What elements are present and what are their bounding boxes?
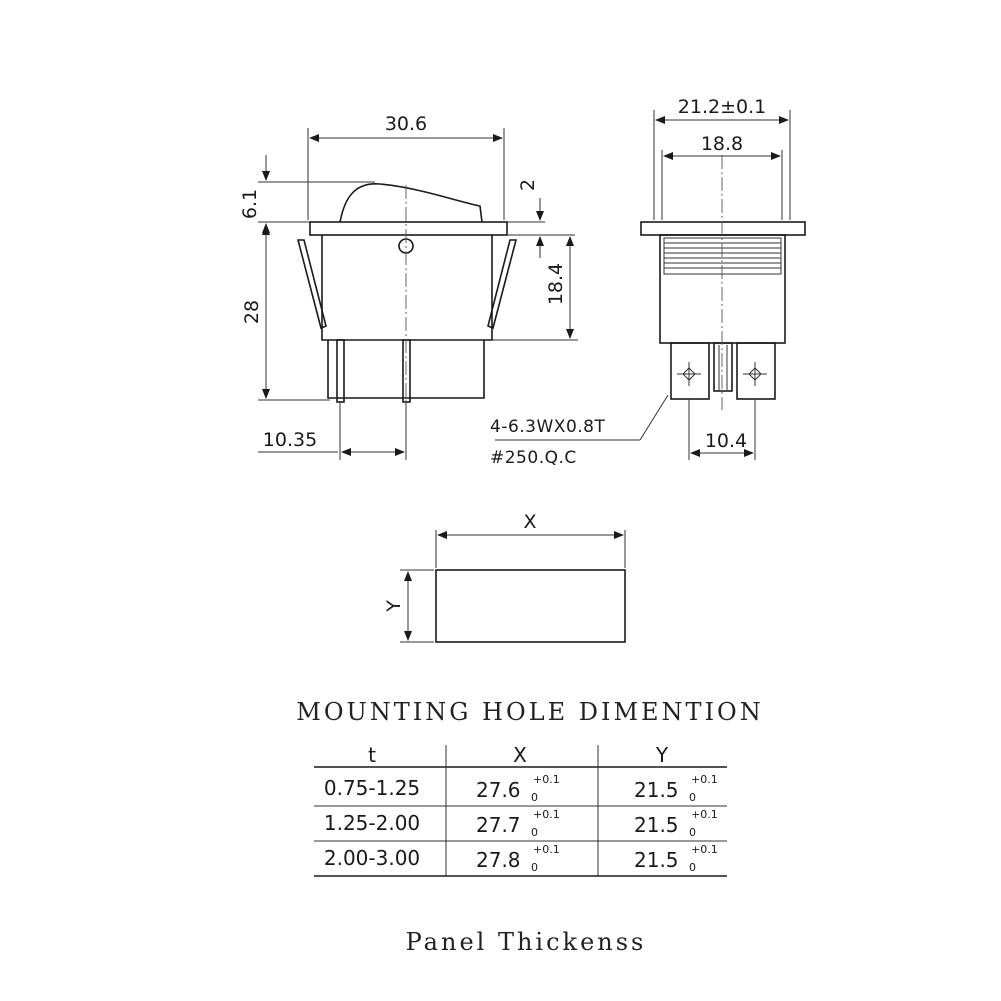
dim-flange-width: 21.2±0.1 bbox=[678, 96, 766, 118]
svg-text:+0.1: +0.1 bbox=[533, 773, 560, 786]
svg-text:27.7: 27.7 bbox=[476, 813, 521, 837]
table-title: MOUNTING HOLE DIMENTION bbox=[296, 698, 763, 726]
front-view: 30.6 6.1 2 28 18.4 10.35 bbox=[239, 113, 578, 460]
front-flange bbox=[309, 221, 508, 236]
table-row: 0.75-1.25 27.6 +0.1 0 21.5 +0.1 0 bbox=[324, 773, 718, 804]
panel-thickness-caption: Panel Thickenss bbox=[406, 928, 647, 956]
front-terminal-left bbox=[336, 339, 345, 403]
left-latch bbox=[296, 239, 327, 330]
mounting-hole-outline bbox=[435, 569, 626, 643]
svg-text:0: 0 bbox=[531, 826, 538, 839]
dim-body-height: 18.4 bbox=[545, 263, 567, 305]
side-flange bbox=[640, 221, 806, 236]
dim-rocker-height: 6.1 bbox=[239, 189, 261, 219]
side-grip-lines bbox=[664, 242, 781, 269]
rocker-outline bbox=[339, 183, 483, 223]
svg-text:21.5: 21.5 bbox=[634, 848, 679, 872]
dim-front-width: 30.6 bbox=[385, 113, 427, 135]
header-x: X bbox=[513, 743, 527, 767]
svg-text:27.6: 27.6 bbox=[476, 778, 521, 802]
svg-text:2.00-3.00: 2.00-3.00 bbox=[324, 846, 420, 870]
svg-text:27.8: 27.8 bbox=[476, 848, 521, 872]
dim-front-terminal-pitch: 10.35 bbox=[263, 429, 317, 451]
hole-x-label: X bbox=[523, 511, 536, 533]
hole-y-label: Y bbox=[383, 600, 405, 613]
side-panel bbox=[663, 237, 782, 275]
svg-text:0: 0 bbox=[689, 826, 696, 839]
svg-text:0.75-1.25: 0.75-1.25 bbox=[324, 776, 420, 800]
side-body bbox=[659, 234, 786, 344]
table-row: 1.25-2.00 27.7 +0.1 0 21.5 +0.1 0 bbox=[324, 808, 718, 839]
svg-text:+0.1: +0.1 bbox=[691, 808, 718, 821]
terminal-hole-left bbox=[677, 362, 701, 386]
mounting-hole-view: X Y bbox=[383, 511, 626, 643]
terminal-note-type: #250.Q.C bbox=[490, 448, 577, 468]
side-terminal-center bbox=[713, 342, 733, 392]
front-body bbox=[321, 235, 493, 341]
terminal-note-spec: 4-6.3WX0.8T bbox=[490, 417, 605, 437]
front-terminal-right bbox=[402, 339, 411, 403]
terminal-hole-right bbox=[743, 362, 767, 386]
svg-text:0: 0 bbox=[689, 791, 696, 804]
svg-text:+0.1: +0.1 bbox=[533, 808, 560, 821]
mounting-hole-table: MOUNTING HOLE DIMENTION t X Y 0.75-1.25 … bbox=[296, 698, 763, 877]
svg-text:0: 0 bbox=[531, 861, 538, 874]
side-terminal-right bbox=[736, 342, 776, 400]
svg-text:21.5: 21.5 bbox=[634, 778, 679, 802]
header-y: Y bbox=[655, 743, 669, 767]
dim-body-width: 18.8 bbox=[701, 133, 743, 155]
side-terminal-left bbox=[670, 342, 710, 400]
svg-text:1.25-2.00: 1.25-2.00 bbox=[324, 811, 420, 835]
side-view: 21.2±0.1 18.8 10.4 4-6.3WX0.8T #250.Q.C bbox=[490, 96, 806, 468]
right-latch bbox=[487, 239, 518, 330]
table-row: 2.00-3.00 27.8 +0.1 0 21.5 +0.1 0 bbox=[324, 843, 718, 874]
front-lower-body bbox=[327, 340, 485, 399]
dim-rocker-offset: 2 bbox=[517, 179, 539, 191]
svg-text:0: 0 bbox=[531, 791, 538, 804]
dim-side-terminal-pitch: 10.4 bbox=[705, 430, 747, 452]
svg-text:+0.1: +0.1 bbox=[533, 843, 560, 856]
svg-text:+0.1: +0.1 bbox=[691, 773, 718, 786]
svg-text:+0.1: +0.1 bbox=[691, 843, 718, 856]
header-t: t bbox=[368, 743, 376, 767]
svg-text:21.5: 21.5 bbox=[634, 813, 679, 837]
dim-total-height: 28 bbox=[241, 300, 263, 324]
svg-text:0: 0 bbox=[689, 861, 696, 874]
